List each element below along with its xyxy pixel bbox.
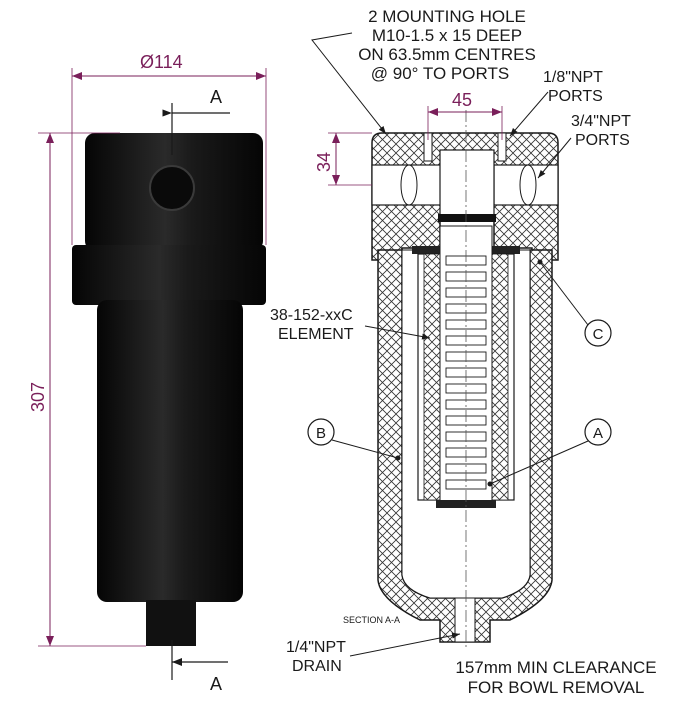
exterior-view: A A Ø114 307 [28,52,267,694]
section-marker-top: A [210,87,222,107]
npt18-ports-callout: 1/8"NPT PORTS [509,69,603,137]
head-height-dimension: 34 [314,132,372,186]
mounting-line-4: @ 90° TO PORTS [371,64,509,83]
mounting-hole-callout: 2 MOUNTING HOLE M10-1.5 x 15 DEEP ON 63.… [311,7,536,135]
drain-callout: 1/4"NPT DRAIN [286,632,461,675]
section-view: 45 34 [314,90,559,650]
head-height-label: 34 [314,152,334,172]
diameter-label: Ø114 [140,52,183,72]
height-dimension: 307 [28,132,146,647]
npt34-line-1: 3/4"NPT [571,113,631,130]
head-collar [72,245,266,305]
npt34-ports-callout: 3/4"NPT PORTS [537,113,631,179]
mounting-line-2: M10-1.5 x 15 DEEP [372,26,522,45]
balloon-a-label: A [593,425,603,442]
section-label: SECTION A-A [343,615,400,625]
balloon-b: B [307,418,401,461]
balloon-b-label: B [316,425,326,442]
port-spacing-dimension: 45 [427,90,503,140]
port-icon [149,165,195,211]
element-callout: 38-152-xxC ELEMENT [270,307,431,343]
balloon-c: C [537,259,612,347]
section-marker-bottom: A [210,674,222,694]
balloon-a: A [487,418,612,487]
drain-line-2: DRAIN [292,658,342,675]
diameter-dimension: Ø114 [71,52,267,245]
port-spacing-label: 45 [452,90,472,110]
npt34-line-2: PORTS [575,132,630,149]
npt18-line-1: 1/8"NPT [543,69,603,86]
mounting-line-3: ON 63.5mm CENTRES [358,45,536,64]
drain-line-1: 1/4"NPT [286,639,346,656]
filter-bowl [97,300,243,602]
mounting-line-1: 2 MOUNTING HOLE [368,7,526,26]
clearance-line-1: 157mm MIN CLEARANCE [455,658,656,677]
drain-fitting [146,600,196,646]
element-line-2: ELEMENT [278,326,354,343]
balloon-c-label: C [593,326,604,343]
clearance-note: 157mm MIN CLEARANCE FOR BOWL REMOVAL [455,658,656,697]
npt18-line-2: PORTS [548,88,603,105]
clearance-line-2: FOR BOWL REMOVAL [468,678,645,697]
height-label: 307 [28,382,48,412]
element-line-1: 38-152-xxC [270,307,353,324]
